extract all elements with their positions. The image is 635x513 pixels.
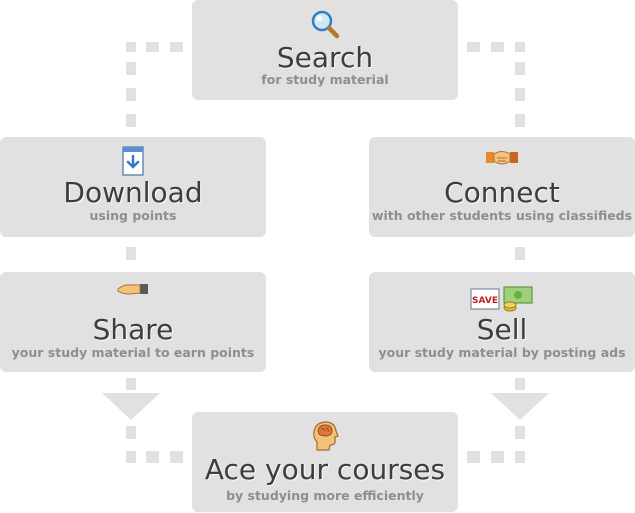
magnifier-icon — [309, 8, 341, 44]
money-icon: SAVE — [470, 286, 534, 316]
giving-hand-icon — [116, 280, 150, 302]
connect-title: Connect — [444, 176, 560, 209]
connect-subtitle: with other students using classifieds — [371, 208, 633, 223]
sell-title: Sell — [476, 313, 528, 346]
ace-subtitle: by studying more efficiently — [226, 488, 424, 503]
connect-step[interactable]: Connect with other students using classi… — [369, 137, 635, 237]
share-subtitle: your study material to earn points — [11, 345, 255, 360]
sell-step[interactable]: SAVE Sell your study material by posting… — [369, 272, 635, 372]
download-subtitle: using points — [89, 208, 177, 223]
share-step[interactable]: Share your study material to earn points — [0, 272, 266, 372]
download-title: Download — [63, 176, 203, 209]
save-tag: SAVE — [472, 296, 498, 306]
ace-title: Ace your courses — [204, 453, 446, 486]
search-subtitle: for study material — [261, 72, 389, 87]
search-step[interactable]: Search for study material — [192, 0, 458, 100]
download-icon — [121, 145, 145, 181]
handshake-icon — [485, 145, 519, 175]
brain-head-icon — [311, 420, 339, 456]
search-title: Search — [276, 41, 374, 74]
sell-subtitle: your study material by posting ads — [378, 345, 626, 360]
download-step[interactable]: Download using points — [0, 137, 266, 237]
share-title: Share — [92, 313, 174, 346]
ace-step[interactable]: Ace your courses by studying more effici… — [192, 412, 458, 512]
